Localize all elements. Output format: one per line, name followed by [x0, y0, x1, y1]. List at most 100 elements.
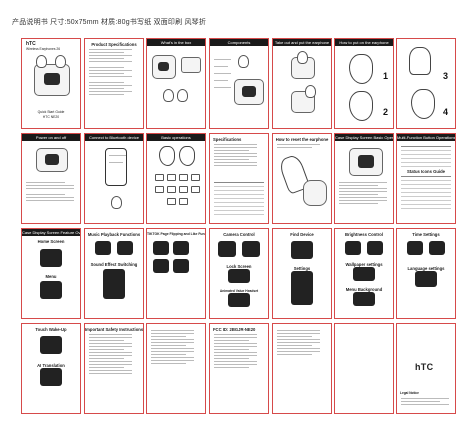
- earbud-illustration: [297, 51, 308, 64]
- spec-text-block: [89, 49, 139, 95]
- panel-power: Power on and off: [21, 133, 81, 224]
- earbud-illustration: [111, 196, 122, 209]
- camera-screen-preview: [242, 241, 260, 257]
- panel-header: What's in the box: [147, 39, 205, 46]
- cable-illustration: [181, 57, 201, 73]
- panel-header: Important Safety Instructions: [85, 327, 144, 332]
- case-illustration: [234, 79, 264, 105]
- panel-cover: hTC Wireless Earphones 26 Quick Start Gu…: [21, 38, 81, 129]
- panel-time: Time Settings Language settings: [396, 228, 456, 319]
- tiktok-screen-preview: [153, 241, 169, 255]
- components-labels: [214, 57, 234, 90]
- earbud-illustration: [305, 85, 316, 98]
- gesture-icon: [167, 174, 176, 181]
- step-number-3: 3: [443, 71, 449, 81]
- panel-header: TIKTOK Page Flipping and Like Function: [147, 232, 206, 236]
- panel-header: Multi-Function Button Operations: [397, 134, 455, 141]
- manual-sheet: hTC Wireless Earphones 26 Quick Start Gu…: [21, 38, 456, 418]
- earbud-left-illustration: [36, 55, 47, 68]
- fcc2-text: [277, 330, 327, 355]
- panel-header: Music Playback Functions: [87, 232, 141, 237]
- case-illustration: [303, 180, 327, 206]
- find-screen-preview: [291, 241, 313, 259]
- gesture-icon: [191, 186, 200, 193]
- panel-header: How to reset the earphone: [275, 137, 329, 142]
- cover-title-line2: HTC NE20: [42, 115, 60, 119]
- panel-header: Connect to Bluetooth device: [85, 134, 143, 141]
- tiktok-screen-preview: [173, 241, 189, 255]
- panel-reset: How to reset the earphone: [272, 133, 332, 224]
- brightness-preview: [345, 241, 361, 255]
- panel-camera: Camera Control Lock Screen Animated Valu…: [209, 228, 269, 319]
- specs2-text: [214, 144, 264, 166]
- earbud-illustration: [163, 89, 174, 102]
- fcc-text: [214, 334, 264, 368]
- panel-fcc2: [272, 323, 332, 414]
- ear-illustration: [349, 91, 373, 121]
- panel-header: Specifications: [213, 137, 242, 142]
- panel-how-to-put-on: How to put on the earphone 1 2: [334, 38, 394, 129]
- panel-header: Take out and put the earphone: [273, 39, 331, 46]
- ear-illustration: [159, 146, 175, 166]
- power-text: [26, 180, 80, 203]
- panel-lcd-basic: Case Display Screen Basic Operations: [334, 133, 394, 224]
- lcd-basic-text: [339, 180, 393, 206]
- language-preview: [415, 271, 437, 287]
- panel-multi-func: Multi-Function Button Operations Status …: [396, 133, 456, 224]
- panel-wear: 3 4: [396, 38, 456, 129]
- earbud-illustration: [238, 55, 249, 68]
- panel-header: Brightness Control: [345, 232, 383, 237]
- panel-header: Time Settings: [412, 232, 440, 237]
- panel-find: Find Device Settings: [272, 228, 332, 319]
- panel-header: Case Display Screen Feature Overview: [22, 229, 80, 236]
- panel-touch: Touch Wake-Up AI Translation: [21, 323, 81, 414]
- reset-text: [277, 144, 327, 148]
- language-label: Language settings: [407, 266, 445, 271]
- gesture-icon: [191, 174, 200, 181]
- wallpaper-label: Wallpaper settings: [345, 262, 383, 267]
- camera-screen-preview: [218, 241, 236, 257]
- case-illustration: [152, 55, 176, 79]
- sound-effect-preview: [103, 269, 125, 299]
- step-number-4: 4: [443, 107, 449, 117]
- panel-header: Touch Wake-Up: [35, 327, 67, 332]
- panel-header: FCC ID: 2BGJR-NE20: [213, 327, 256, 332]
- ear-illustration: [411, 89, 435, 119]
- status-icons-table: [401, 176, 451, 209]
- panel-take-out: Take out and put the earphone: [272, 38, 332, 129]
- panel-header: Product Specifications: [91, 42, 137, 47]
- case-illustration: [36, 148, 68, 172]
- gesture-icon: [179, 174, 188, 181]
- lock-screen-label: Lock Screen: [226, 264, 252, 269]
- menu-label: Menu: [45, 274, 57, 279]
- panel-back: hTC Legal Notice: [396, 323, 456, 414]
- top-note: 产品说明书 尺寸:50x75mm 材质:80g书写纸 双面印刷 风琴折: [12, 19, 207, 26]
- menu-preview: [40, 281, 62, 299]
- step-number-2: 2: [383, 107, 389, 117]
- settings-label: Settings: [293, 266, 311, 271]
- gesture-icon: [167, 198, 176, 205]
- menu-background-preview: [353, 292, 375, 306]
- status-icons-title: Status Icons Guide: [407, 169, 445, 174]
- touch-wake-preview: [40, 336, 62, 354]
- menu-background-label: Menu Background: [345, 287, 383, 292]
- panel-specs2: Specifications: [209, 133, 269, 224]
- panel-header: Power on and off: [22, 134, 80, 141]
- legal-text: [401, 396, 455, 407]
- lock-screen-preview: [228, 269, 250, 283]
- safety-text: [89, 334, 139, 374]
- ear-illustration: [349, 54, 373, 84]
- panel-header: Components: [210, 39, 268, 46]
- back-logo: hTC: [415, 362, 434, 372]
- time-preview: [429, 241, 445, 255]
- earbud-right-illustration: [55, 55, 66, 68]
- tiktok-screen-preview: [173, 259, 189, 273]
- ai-translation-preview: [40, 368, 62, 386]
- legal-title: Legal Notice: [400, 391, 419, 395]
- music-screen-preview: [95, 241, 111, 255]
- tiktok-screen-preview: [153, 259, 169, 273]
- panel-header: Find Device: [290, 232, 314, 237]
- safety2-text: [151, 330, 201, 364]
- panel-bluetooth: Connect to Bluetooth device: [84, 133, 144, 224]
- cover-logo: hTC: [26, 41, 36, 47]
